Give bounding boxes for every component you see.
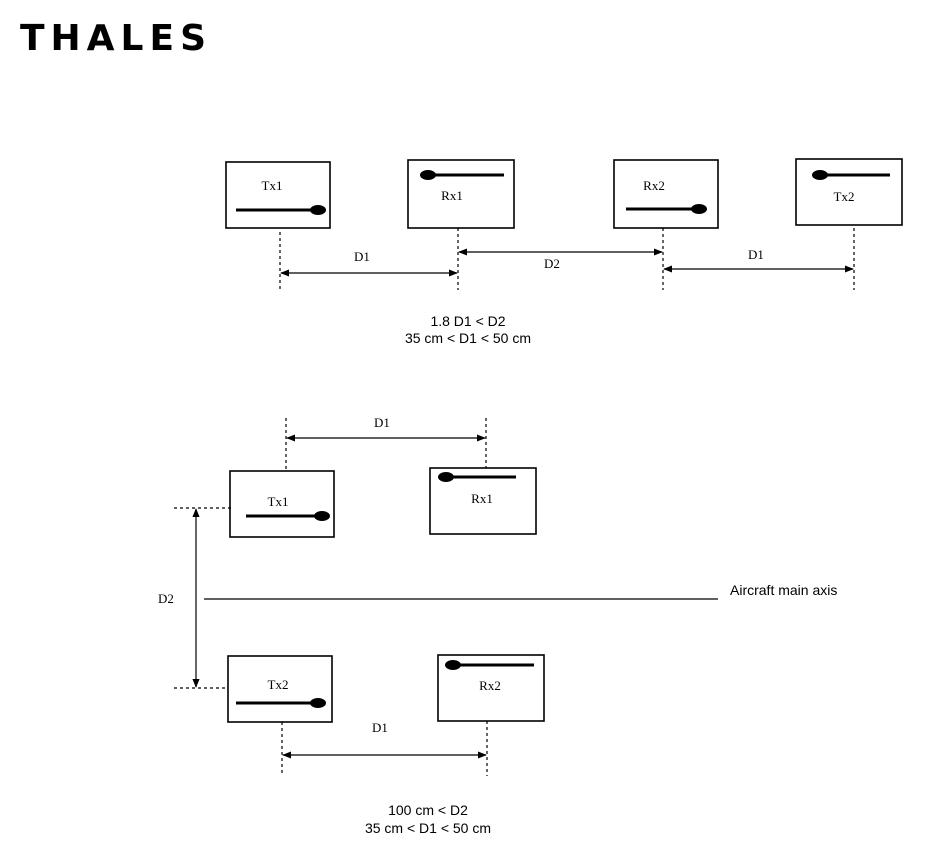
aircraft-main-axis-label: Aircraft main axis [730, 582, 837, 598]
dimension-label-d2: D2 [158, 591, 174, 606]
antenna-rx2-bottom: Rx2 [438, 655, 544, 721]
antenna-label: Tx2 [834, 189, 855, 204]
dimension-label-d1: D1 [374, 415, 390, 430]
antenna-tx2-bottom: Tx2 [228, 656, 332, 722]
antenna-label: Tx1 [268, 494, 289, 509]
dimension-label-d1: D1 [354, 249, 370, 264]
antenna-tx1-bottom: Tx1 [230, 471, 334, 537]
antenna-label: Rx1 [471, 491, 493, 506]
antenna-rx1-bottom: Rx1 [430, 468, 536, 534]
antenna-label: Tx1 [262, 178, 283, 193]
antenna-feed [314, 511, 330, 521]
constraint-text: 100 cm < D2 [388, 802, 468, 818]
bottom-diagram: D1 Tx1 Rx1 D2 Aircraft main axis Tx2 [158, 415, 837, 836]
dimension-label-d2: D2 [544, 256, 560, 271]
antenna-feed [812, 170, 828, 180]
antenna-feed [438, 472, 454, 482]
antenna-feed [445, 660, 461, 670]
constraint-text: 35 cm < D1 < 50 cm [365, 820, 491, 836]
antenna-feed [310, 205, 326, 215]
antenna-feed [310, 698, 326, 708]
top-diagram: Tx1 Rx1 Rx2 Tx2 [226, 159, 902, 346]
antenna-tx2-top: Tx2 [796, 159, 902, 225]
antenna-label: Rx2 [643, 178, 665, 193]
thales-logo: THALES [20, 18, 212, 59]
antenna-rx1-top: Rx1 [408, 160, 514, 228]
antenna-label: Rx1 [441, 188, 463, 203]
antenna-feed [691, 204, 707, 214]
constraint-text: 1.8 D1 < D2 [430, 313, 505, 329]
antenna-label: Tx2 [268, 677, 289, 692]
antenna-feed [420, 170, 436, 180]
antenna-rx2-top: Rx2 [614, 160, 718, 228]
dimension-label-d1: D1 [748, 247, 764, 262]
dimension-label-d1: D1 [372, 720, 388, 735]
antenna-tx1-top: Tx1 [226, 162, 330, 228]
antenna-box [226, 162, 330, 228]
constraint-text: 35 cm < D1 < 50 cm [405, 330, 531, 346]
antenna-box [614, 160, 718, 228]
antenna-label: Rx2 [479, 678, 501, 693]
